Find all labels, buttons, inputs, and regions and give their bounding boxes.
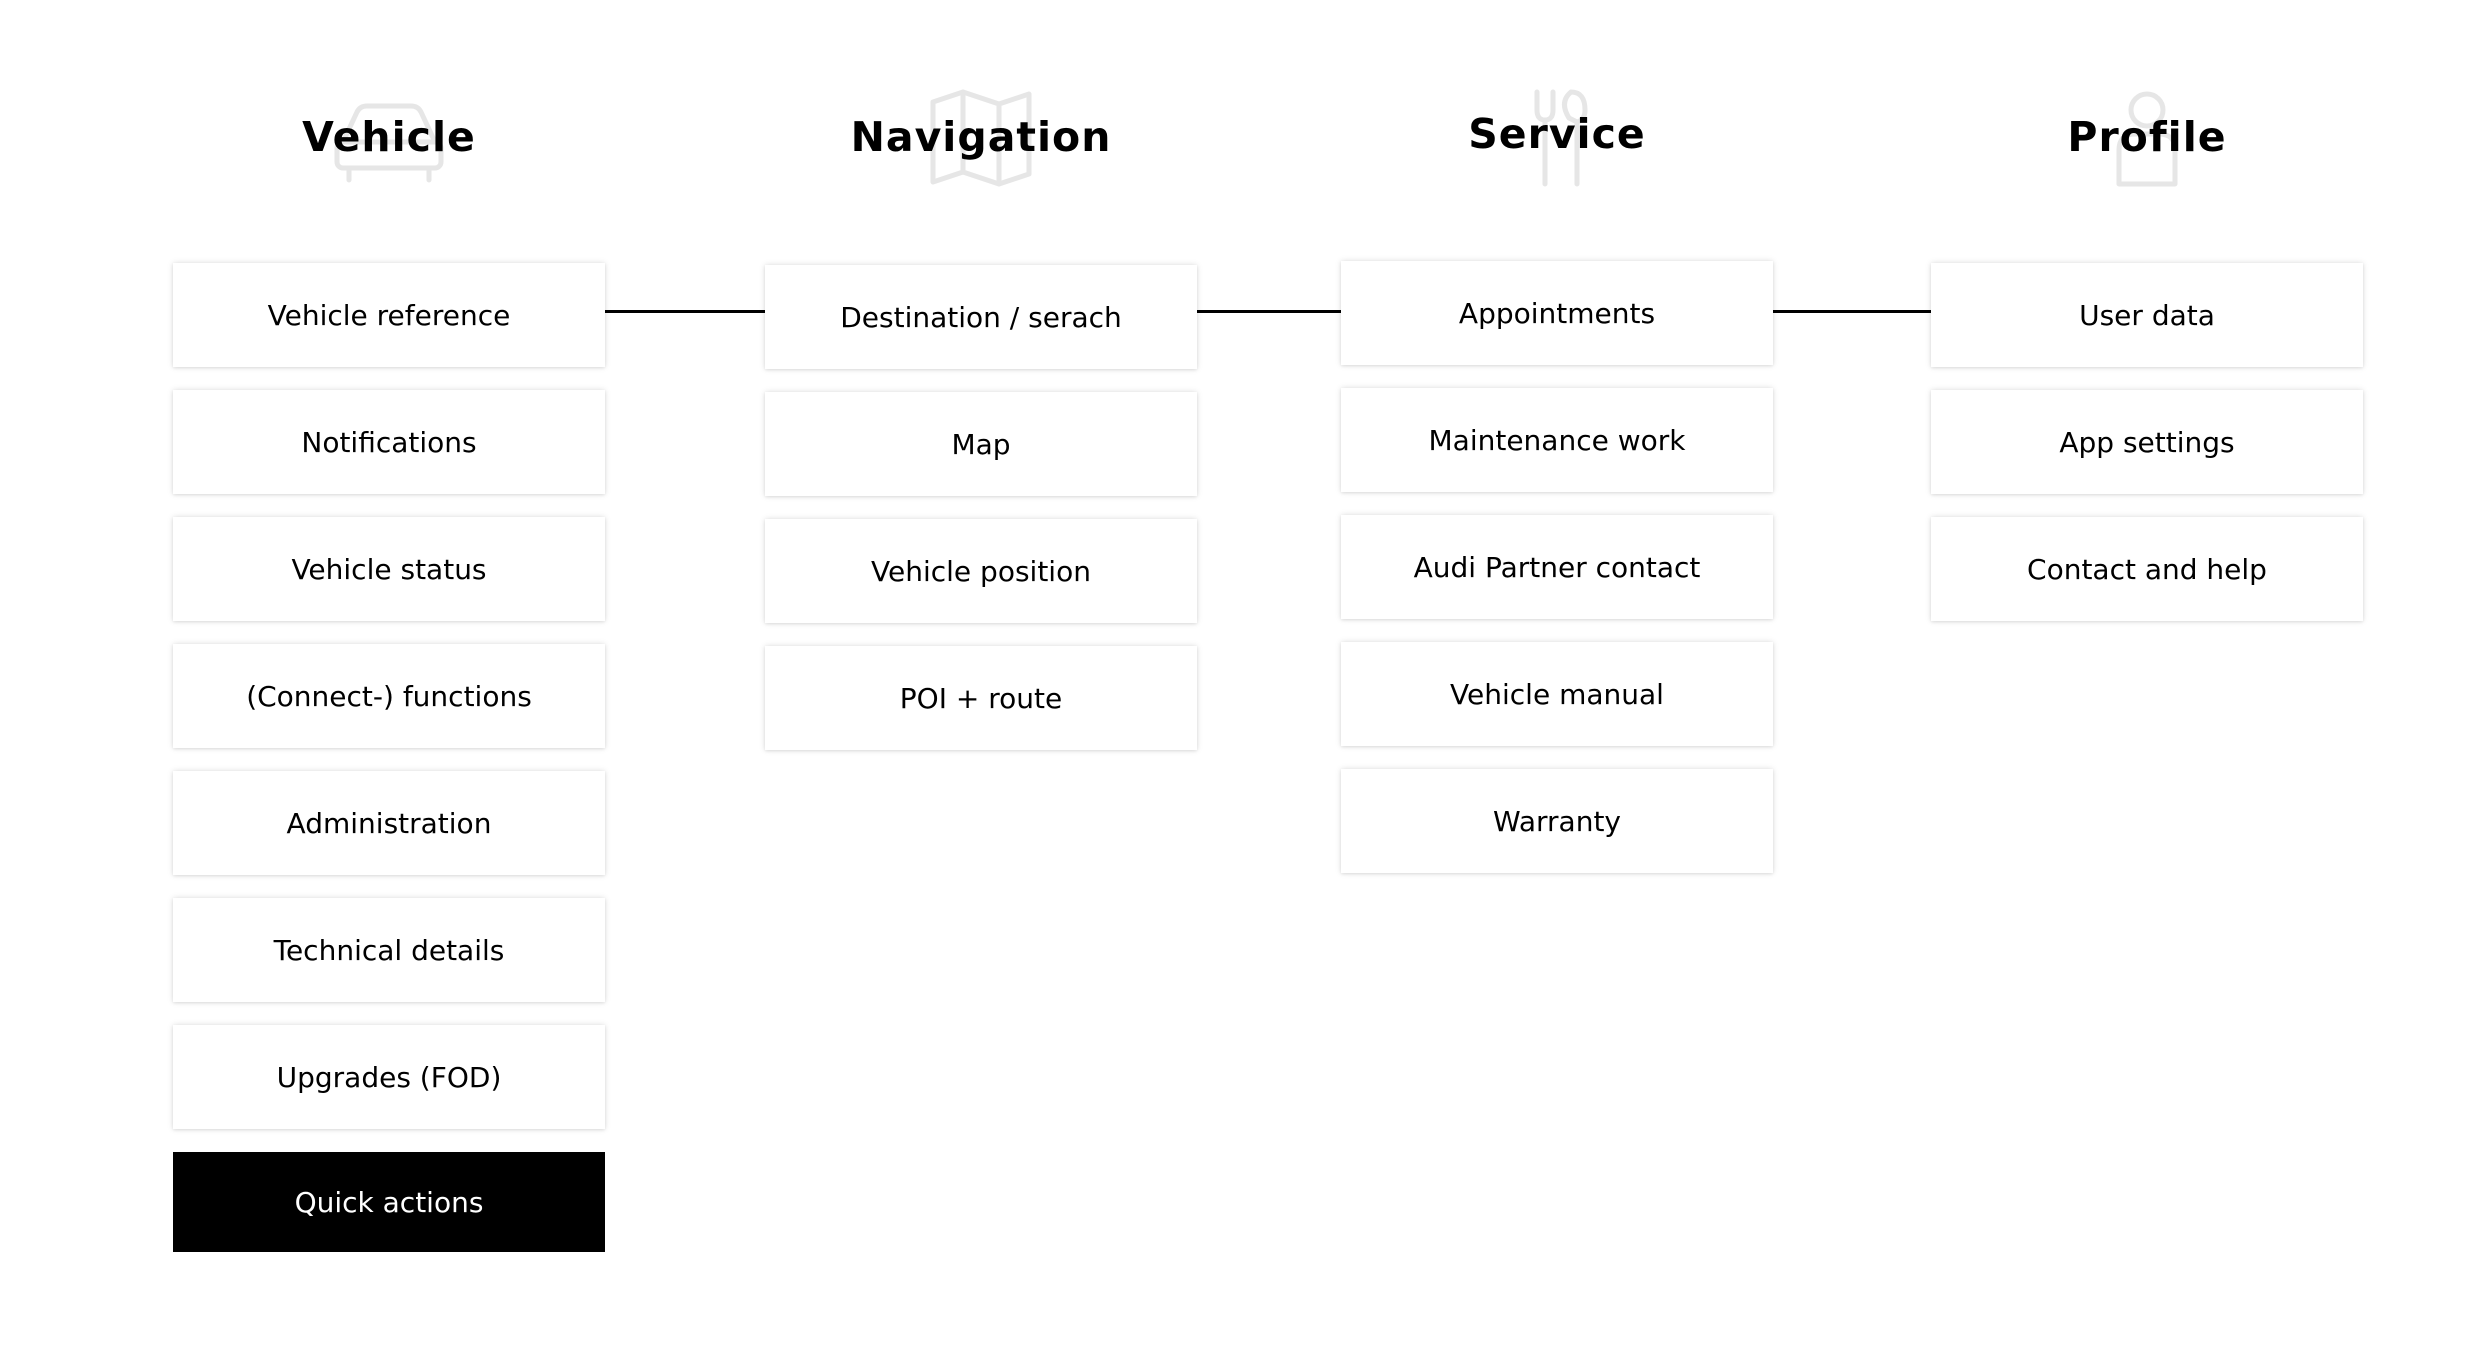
- column-title: Profile: [2067, 113, 2227, 161]
- connector-navigation-service: [1197, 310, 1341, 313]
- menu-item-notifications[interactable]: Notifications: [173, 390, 605, 494]
- menu-item-technical-details[interactable]: Technical details: [173, 898, 605, 1002]
- menu-item-connect-functions[interactable]: (Connect-) functions: [173, 644, 605, 748]
- menu-item-quick-actions[interactable]: Quick actions: [173, 1152, 605, 1252]
- column-navigation: Navigation Destination / serach Map Vehi…: [765, 0, 1197, 750]
- column-service: Service Appointments Maintenance work Au…: [1341, 0, 1773, 873]
- menu-item-vehicle-manual[interactable]: Vehicle manual: [1341, 642, 1773, 746]
- menu-item-destination-search[interactable]: Destination / serach: [765, 265, 1197, 369]
- column-header-vehicle: Vehicle: [173, 0, 605, 260]
- map-icon: [921, 88, 1041, 188]
- menu-item-contact-and-help[interactable]: Contact and help: [1931, 517, 2363, 621]
- item-list: Destination / serach Map Vehicle positio…: [765, 265, 1197, 773]
- column-header-profile: Profile: [1931, 0, 2363, 260]
- column-header-service: Service: [1341, 0, 1773, 260]
- user-icon: [2087, 88, 2207, 188]
- menu-item-audi-partner-contact[interactable]: Audi Partner contact: [1341, 515, 1773, 619]
- menu-item-poi-route[interactable]: POI + route: [765, 646, 1197, 750]
- connector-vehicle-navigation: [605, 310, 765, 313]
- column-header-navigation: Navigation: [765, 0, 1197, 260]
- menu-item-user-data[interactable]: User data: [1931, 263, 2363, 367]
- menu-item-appointments[interactable]: Appointments: [1341, 261, 1773, 365]
- menu-item-maintenance-work[interactable]: Maintenance work: [1341, 388, 1773, 492]
- item-list: Vehicle reference Notifications Vehicle …: [173, 263, 605, 1275]
- column-title: Vehicle: [302, 113, 476, 161]
- column-title: Service: [1468, 110, 1646, 158]
- wrench-icon: [1497, 88, 1617, 188]
- menu-item-administration[interactable]: Administration: [173, 771, 605, 875]
- menu-item-app-settings[interactable]: App settings: [1931, 390, 2363, 494]
- connector-service-profile: [1773, 310, 1931, 313]
- menu-item-map[interactable]: Map: [765, 392, 1197, 496]
- column-title: Navigation: [850, 113, 1112, 161]
- menu-item-vehicle-position[interactable]: Vehicle position: [765, 519, 1197, 623]
- column-vehicle: Vehicle Vehicle reference Notifications …: [173, 0, 605, 1252]
- menu-item-upgrades-fod[interactable]: Upgrades (FOD): [173, 1025, 605, 1129]
- car-icon: [329, 88, 449, 188]
- menu-item-vehicle-reference[interactable]: Vehicle reference: [173, 263, 605, 367]
- menu-item-vehicle-status[interactable]: Vehicle status: [173, 517, 605, 621]
- column-profile: Profile User data App settings Contact a…: [1931, 0, 2363, 621]
- menu-item-warranty[interactable]: Warranty: [1341, 769, 1773, 873]
- item-list: User data App settings Contact and help: [1931, 263, 2363, 644]
- item-list: Appointments Maintenance work Audi Partn…: [1341, 261, 1773, 896]
